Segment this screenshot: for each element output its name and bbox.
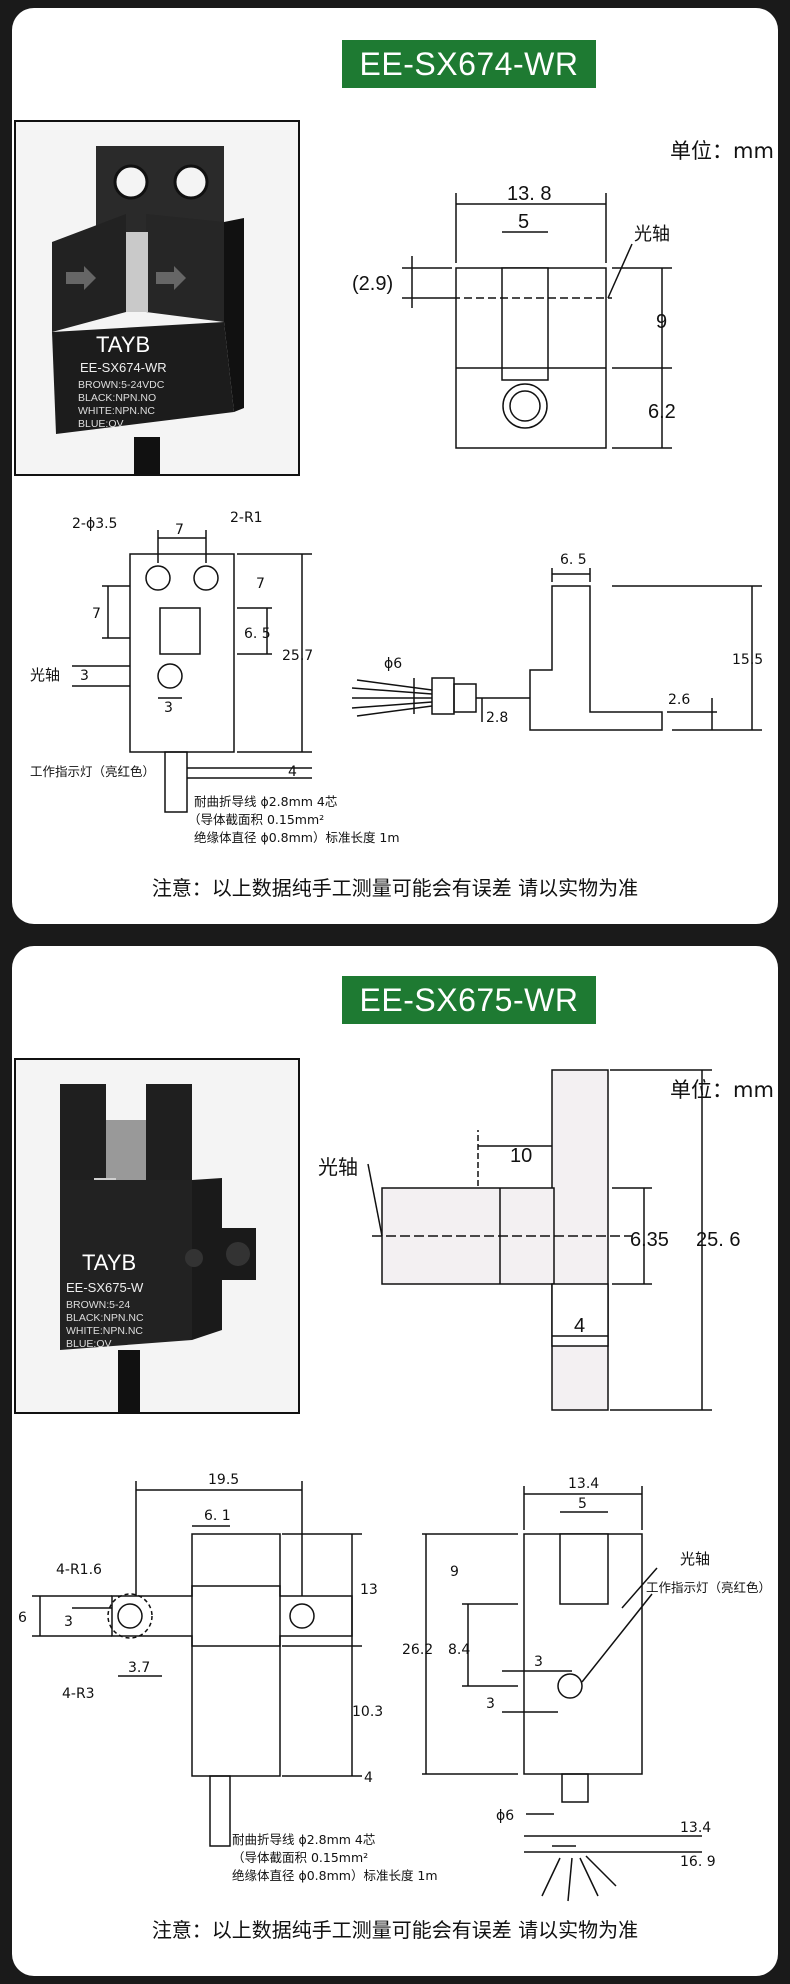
photo-wiring-2: WHITE:NPN.NC: [78, 405, 155, 417]
model-title: EE-SX675-WR: [342, 976, 596, 1024]
dim-side-top: 6. 5: [560, 552, 587, 568]
dim-w5: 5: [578, 1496, 587, 1512]
photo-brand: TAYB: [82, 1250, 136, 1275]
dim-6-1: 6. 1: [204, 1508, 231, 1524]
dim-radius: 2-R1: [230, 510, 263, 526]
indicator-label: 工作指示灯（亮红色）: [646, 1580, 771, 1595]
dim-h26-2: 26.2: [402, 1642, 433, 1658]
sensor-photo-illustration: TAYB EE-SX675-W BROWN:5-24 BLACK:NPN.NC …: [16, 1060, 298, 1412]
dim-10-3: 10.3: [352, 1704, 383, 1720]
dim-13: 13: [360, 1582, 378, 1598]
dim-h8-4: 8.4: [448, 1642, 470, 1658]
dim-r1-6: 4-R1.6: [56, 1562, 102, 1578]
dim-w13-4: 13.4: [568, 1476, 599, 1492]
dim-slot: 5: [518, 211, 529, 233]
sensor-photo-illustration: TAYB EE-SX674-WR BROWN:5-24VDC BLACK:NPN…: [16, 122, 298, 474]
photo-model: EE-SX675-W: [66, 1280, 144, 1295]
photo-brand: TAYB: [96, 332, 150, 357]
cable-spec-2: （导体截面积 0.15mm²: [188, 812, 324, 827]
optical-axis-label: 光轴: [318, 1155, 358, 1179]
dim-3: 3: [64, 1614, 73, 1630]
photo-wiring-2: WHITE:NPN.NC: [66, 1325, 143, 1337]
photo-wiring-1: BLACK:NPN.NO: [78, 392, 156, 404]
product-card-sx675: EE-SX675-WR 单位：mm TAYB EE-SX675-W BROWN:…: [12, 946, 778, 1976]
dim-side-26: 2.6: [668, 692, 690, 708]
dim-r3: 4-R3: [62, 1686, 95, 1702]
product-photo: TAYB EE-SX674-WR BROWN:5-24VDC BLACK:NPN…: [14, 120, 300, 476]
cable-spec-2: （导体截面积 0.15mm²: [232, 1850, 368, 1865]
photo-wiring-0: BROWN:5-24VDC: [78, 379, 165, 391]
right-axis-label: 光轴: [680, 1550, 710, 1568]
optical-axis-label: 光轴: [634, 224, 670, 245]
dim-v7a: 7: [256, 576, 265, 592]
dim-offset: (2.9): [352, 273, 393, 295]
photo-model: EE-SX674-WR: [80, 360, 167, 375]
dim-4-top: 4: [574, 1315, 585, 1337]
dim-cable-dia: ϕ6: [496, 1808, 514, 1824]
photo-wiring-1: BLACK:NPN.NC: [66, 1312, 144, 1324]
dim-b16-9: 16. 9: [680, 1854, 716, 1870]
unit-label: 单位：mm: [670, 1078, 774, 1102]
dimension-drawing-sx675: 光轴 10 6.35 25. 6 4 19.5 6. 1 13 10.3 4 4…: [18, 1069, 771, 1902]
dim-h3b: 3: [486, 1696, 495, 1712]
dim-v4: 4: [288, 764, 297, 780]
dim-v3b: 3: [164, 700, 173, 716]
photo-wiring-3: BLUE:OV: [78, 418, 124, 430]
dim-v3a: 3: [80, 668, 89, 684]
dim-b13-4: 13.4: [680, 1820, 711, 1836]
dim-3-7: 3.7: [128, 1660, 150, 1676]
dim-4: 4: [364, 1770, 373, 1786]
dim-v7b: 7: [92, 606, 101, 622]
dim-side-28: 2.8: [486, 710, 508, 726]
dim-19-5: 19.5: [208, 1472, 239, 1488]
dim-6: 6: [18, 1610, 27, 1626]
product-card-sx674: EE-SX674-WR 单位：mm TAYB EE-SX674-WR BROWN…: [12, 8, 778, 924]
dim-width: 13. 8: [507, 183, 551, 205]
dim-v257: 25.7: [282, 648, 313, 664]
dim-h9: 9: [450, 1564, 459, 1580]
dim-v65: 6. 5: [244, 626, 271, 642]
measurement-note: 注意：以上数据纯手工测量可能会有误差 请以实物为准: [151, 1918, 639, 1942]
indicator-label: 工作指示灯（亮红色）: [30, 764, 155, 779]
dim-h3a: 3: [534, 1654, 543, 1670]
photo-wiring-0: BROWN:5-24: [66, 1299, 130, 1311]
photo-wiring-3: BLUE:OV: [66, 1338, 112, 1350]
dim-10: 10: [510, 1145, 532, 1167]
measurement-note: 注意：以上数据纯手工测量可能会有误差 请以实物为准: [151, 876, 639, 900]
product-photo: TAYB EE-SX675-W BROWN:5-24 BLACK:NPN.NC …: [14, 1058, 300, 1414]
unit-label: 单位：mm: [670, 139, 774, 163]
optical-axis-label-2: 光轴: [30, 666, 60, 684]
dim-height-lower: 6.2: [648, 401, 676, 423]
cable-spec-1: 耐曲折导线 ϕ2.8mm 4芯: [194, 794, 337, 809]
dim-6-35: 6.35: [630, 1229, 669, 1251]
dim-cable-dia: ϕ6: [384, 656, 402, 672]
cable-spec-3: 绝缘体直径 ϕ0.8mm）标准长度 1m: [194, 830, 400, 845]
model-title: EE-SX674-WR: [342, 40, 596, 88]
cable-spec-3: 绝缘体直径 ϕ0.8mm）标准长度 1m: [232, 1868, 438, 1883]
dim-side-h: 15.5: [732, 652, 763, 668]
dim-hole-pitch: 7: [175, 522, 184, 538]
dimension-drawing-sx674: 13. 8 5 (2.9) 9 6.2 光轴 2-ϕ3.5 2-R1 7 7 7…: [30, 183, 763, 845]
dim-holes: 2-ϕ3.5: [72, 516, 117, 532]
dim-height-upper: 9: [656, 311, 667, 333]
dim-25-6: 25. 6: [696, 1229, 740, 1251]
cable-spec-1: 耐曲折导线 ϕ2.8mm 4芯: [232, 1832, 375, 1847]
